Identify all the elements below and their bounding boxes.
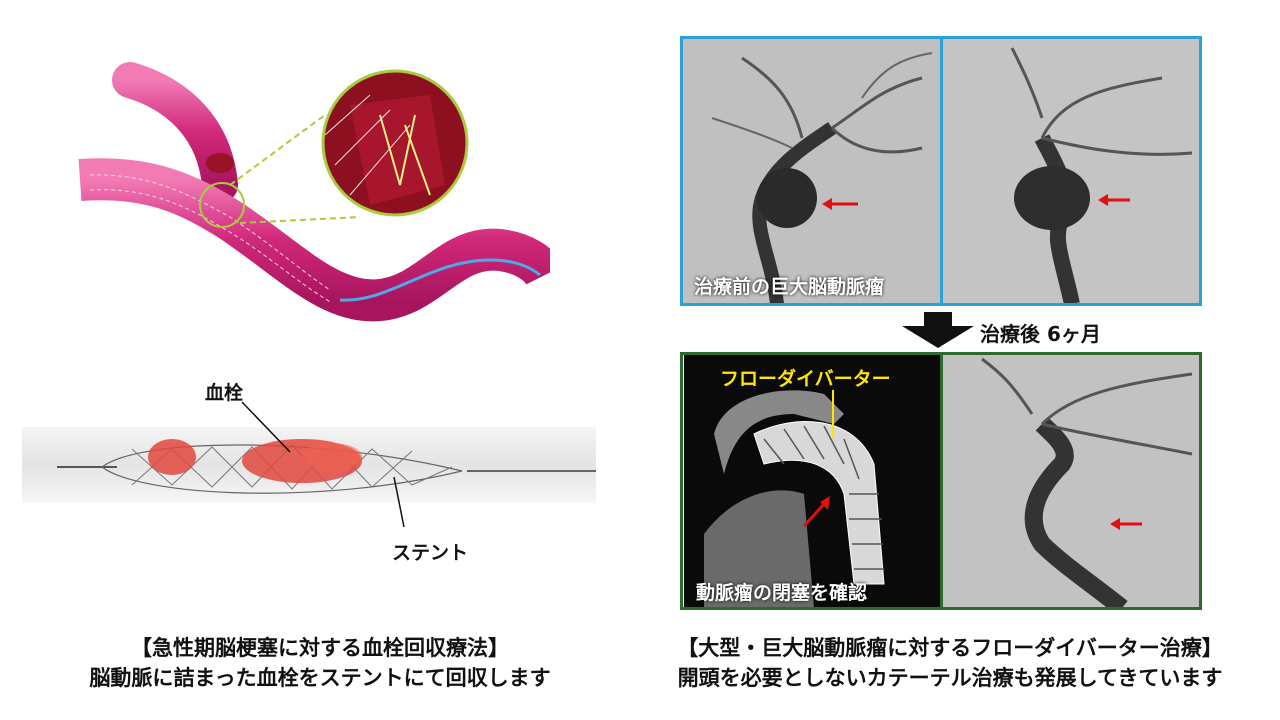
vessel-illustration [78, 62, 550, 322]
stent-retriever-photo [22, 427, 596, 503]
flow-diverter-leader [832, 390, 834, 438]
angiogram-before-right [942, 38, 1200, 306]
clot-label: 血栓 [205, 382, 244, 404]
aneurysm-arrow-before-1 [822, 198, 858, 210]
stent-leader-line [393, 476, 405, 528]
confirm-label: 動脈瘤の閉塞を確認 [696, 582, 868, 604]
left-caption: 【急性期脳梗塞に対する血栓回収療法】 脳動脈に詰まった血栓をステントにて回収しま… [10, 633, 630, 693]
aneurysm-arrow-after-2 [1110, 518, 1142, 530]
flow-diverter-label: フローダイバーター [720, 368, 891, 390]
angiogram-after [942, 354, 1200, 616]
right-caption-title: 【大型・巨大脳動脈瘤に対するフローダイバーター治療】 [677, 636, 1223, 660]
before-divider [940, 36, 943, 306]
before-label: 治療前の巨大脳動脈瘤 [694, 276, 885, 298]
after-label: 治療後 6ヶ月 [980, 322, 1101, 346]
aneurysm-arrow-before-2 [1098, 194, 1130, 206]
stent-label: ステント [392, 542, 469, 564]
clot-leader-line [241, 401, 291, 453]
right-caption-body: 開頭を必要としないカテーテル治療も発展してきています [677, 666, 1223, 690]
right-caption: 【大型・巨大脳動脈瘤に対するフローダイバーター治療】 開頭を必要としないカテーテ… [640, 633, 1260, 693]
after-divider [940, 352, 943, 610]
down-arrow-icon [902, 312, 974, 348]
angiogram-before-left [682, 38, 942, 305]
left-caption-body: 脳動脈に詰まった血栓をステントにて回収します [89, 666, 551, 690]
flow-diverter-scan [684, 354, 940, 608]
aneurysm-arrow-after-1 [802, 496, 830, 528]
left-caption-title: 【急性期脳梗塞に対する血栓回収療法】 [131, 636, 509, 660]
